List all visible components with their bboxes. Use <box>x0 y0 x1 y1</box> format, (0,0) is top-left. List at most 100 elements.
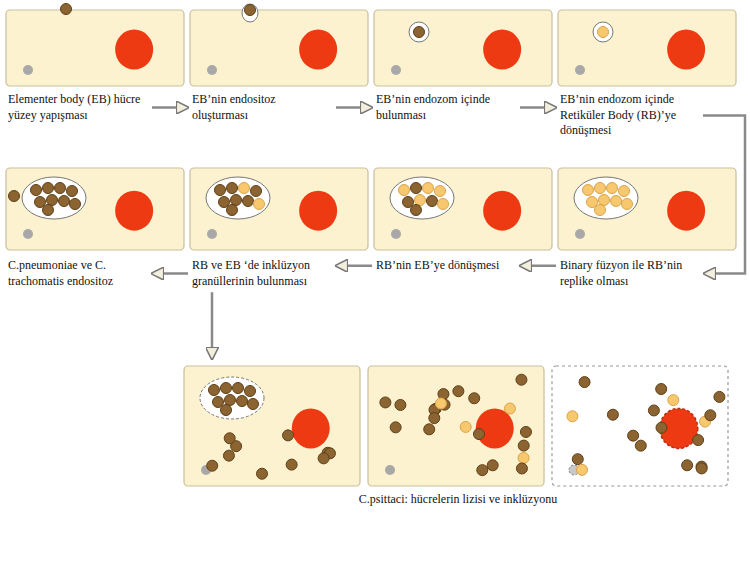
elementary-body <box>693 435 704 446</box>
elementary-body <box>520 426 531 437</box>
elementary-body <box>55 183 66 194</box>
elementary-body <box>656 422 667 433</box>
endosome <box>409 22 429 42</box>
flow-arrow <box>211 292 214 359</box>
elementary-body <box>43 183 54 194</box>
elementary-body <box>656 384 667 395</box>
reticulate-body <box>595 183 606 194</box>
reticulate-body <box>668 395 679 406</box>
stage-text: C.psittaci: hücrelerin lizisi ve inklüzy… <box>180 492 736 508</box>
elementary-body <box>705 410 716 421</box>
reticulate-body <box>583 185 594 196</box>
elementary-body <box>221 405 232 416</box>
elementary-body <box>243 196 254 207</box>
reticulate-body <box>518 452 529 463</box>
elementary-body <box>227 183 238 194</box>
endocytic-pit <box>242 4 258 22</box>
organelle <box>391 65 401 75</box>
reticulate-body <box>599 195 610 206</box>
inclusion <box>390 177 454 219</box>
organelle <box>207 65 217 75</box>
stage-label-box: C.pneumoniae ve C. trachomatis endositoz <box>8 258 148 289</box>
cell-membrane <box>374 168 552 250</box>
elementary-body <box>380 397 391 408</box>
elementary-body <box>225 395 236 406</box>
flow-arrow <box>336 106 372 109</box>
elementary-body <box>227 205 238 216</box>
stage-label-box: EB’nin endozom içinde bulunması <box>376 92 516 123</box>
elementary-body <box>518 440 529 451</box>
organelle <box>23 65 33 75</box>
reticulate-body <box>399 185 410 196</box>
stage-label-box: RB’nin EB’ye dönüşmesi <box>376 258 516 274</box>
stage-text: EB’nin endozom içinde bulunması <box>376 92 516 123</box>
cell-membrane <box>184 366 360 486</box>
host-cell <box>190 168 368 250</box>
flow-arrow <box>152 106 188 109</box>
inclusion <box>574 177 638 219</box>
reticulate-body <box>435 398 446 409</box>
elementary-body <box>221 383 232 394</box>
elementary-body <box>9 191 20 202</box>
elementary-body <box>414 27 425 38</box>
inclusion <box>22 177 86 219</box>
inclusion <box>200 377 264 419</box>
elementary-body <box>245 386 256 397</box>
inclusion <box>206 177 270 219</box>
elementary-body <box>579 377 590 388</box>
nucleus <box>115 191 153 231</box>
host-cell <box>6 4 184 87</box>
elementary-body <box>427 196 438 207</box>
reticulate-body <box>435 186 446 197</box>
elementary-body <box>411 183 422 194</box>
reticulate-body <box>504 403 515 414</box>
host-cell <box>6 168 184 250</box>
organelle <box>207 229 217 239</box>
nucleus <box>115 30 153 70</box>
elementary-body <box>286 459 297 470</box>
organelle <box>575 229 585 239</box>
flow-arrow <box>520 265 556 268</box>
stage-text: Elementer body (EB) hücre yüzey yapışmas… <box>8 92 148 123</box>
elementary-body <box>429 413 440 424</box>
nucleus <box>667 191 705 231</box>
stage-text: RB’nin EB’ye dönüşmesi <box>376 258 516 274</box>
elementary-body <box>224 433 235 444</box>
reticulate-body <box>619 186 630 197</box>
elementary-body <box>231 195 242 206</box>
organelle <box>385 465 395 475</box>
elementary-body <box>648 405 659 416</box>
host-cell <box>184 366 360 486</box>
flow-arrow <box>152 272 188 275</box>
elementary-body <box>61 4 72 15</box>
reticulate-body <box>607 183 618 194</box>
organelle <box>23 229 33 239</box>
nucleus <box>483 30 521 70</box>
elementary-body <box>70 199 81 210</box>
stage-text: EB’nin endozom içinde Retiküler Body (RB… <box>560 92 700 139</box>
endosome <box>593 22 613 42</box>
host-cell <box>190 4 368 86</box>
elementary-body <box>237 396 248 407</box>
elementary-body <box>477 465 488 476</box>
host-cell <box>558 10 736 86</box>
elementary-body <box>474 429 485 440</box>
elementary-body <box>245 5 256 16</box>
elementary-body <box>283 430 294 441</box>
cell-membrane <box>374 10 552 86</box>
elementary-body <box>395 399 406 410</box>
reticulate-body <box>438 199 449 210</box>
elementary-body <box>714 391 725 402</box>
host-cell <box>558 168 736 250</box>
elementary-body <box>47 195 58 206</box>
elementary-body <box>43 205 54 216</box>
flow-arrow <box>520 106 556 109</box>
stage-label-box: EB’nin endositoz oluşturması <box>192 92 332 123</box>
reticulate-body <box>598 27 609 38</box>
host-cell <box>368 366 544 486</box>
stage-text: C.pneumoniae ve C. trachomatis endositoz <box>8 258 148 289</box>
cell-membrane <box>190 168 368 250</box>
elementary-body <box>572 454 583 465</box>
flow-arrow <box>703 115 745 273</box>
